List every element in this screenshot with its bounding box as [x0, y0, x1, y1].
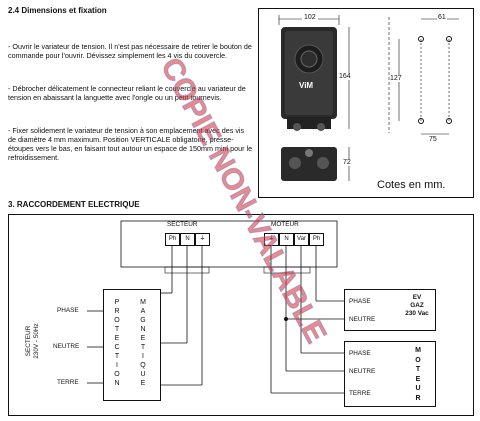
moteur-letter: U: [415, 385, 421, 392]
dim-72-label: 72: [343, 159, 351, 166]
supply-side-label: SECTEUR 230V - 50Hz: [25, 301, 41, 381]
magnetique-letter: E: [140, 380, 146, 387]
moteur-phase-label: PHASE: [349, 350, 371, 357]
protection-letter: P: [114, 299, 120, 306]
secteur-term-ph: Ph: [165, 233, 180, 246]
dim-depth-label: 61: [437, 14, 447, 21]
magnetique-letter: M: [140, 299, 146, 306]
supply-terre-label: TERRE: [57, 379, 79, 386]
magnetique-letter: U: [140, 371, 146, 378]
moteur-neutre-label: NEUTRE: [349, 368, 376, 375]
secteur-term-ground: ⏚: [195, 233, 210, 246]
magnetique-letter: G: [140, 317, 146, 324]
section-title-dimensions: 2.4 Dimensions et fixation: [8, 6, 107, 15]
moteur-term-ph: Ph: [309, 233, 324, 246]
magnetique-letter: A: [140, 308, 146, 315]
protection-letter: N: [114, 380, 120, 387]
ev-label-line2: GAZ: [410, 302, 424, 309]
ev-gaz-box: PHASE NEUTRE EV GAZ 230 Vac: [344, 289, 436, 331]
magnetique-letter: I: [142, 353, 144, 360]
brand-logo: ViM: [299, 81, 314, 90]
protection-letter: T: [114, 353, 120, 360]
paragraph-fix: - Fixer solidement le variateur de tensi…: [8, 126, 253, 162]
moteur-term-var: Var: [294, 233, 309, 246]
moteur-block-label: MOTEUR: [271, 221, 299, 228]
magnetique-letter: T: [140, 344, 146, 351]
paragraph-open: - Ouvrir le variateur de tension. Il n'e…: [8, 42, 252, 60]
dimensions-panel: 102 164 61 127 75 72 ViM Cotes en mm.: [258, 8, 474, 198]
supply-phase-label: PHASE: [57, 307, 79, 314]
wiring-diagram: SECTEUR MOTEUR Ph N ⏚ ⏚ N Var Ph SECTEUR…: [8, 214, 474, 416]
dimension-drawing: [278, 15, 459, 181]
moteur-term-n: N: [279, 233, 294, 246]
secteur-term-n: N: [180, 233, 195, 246]
ev-neutre-label: NEUTRE: [349, 316, 376, 323]
dim-75-label: 75: [429, 136, 437, 143]
section-title-wiring: 3. RACCORDEMENT ELECTRIQUE: [8, 200, 140, 209]
magnetique-letter: Q: [140, 362, 146, 369]
secteur-block-label: SECTEUR: [167, 221, 198, 228]
moteur-letter: T: [415, 366, 421, 373]
magnetique-letter: N: [140, 326, 146, 333]
moteur-letter: R: [415, 394, 421, 402]
paragraph-disconnect: - Débrocher délicatement le connecteur r…: [8, 84, 246, 102]
wiring-lines: [87, 220, 344, 394]
supply-side-text: SECTEUR 230V - 50Hz: [25, 323, 40, 359]
moteur-term-ground: ⏚: [264, 233, 279, 246]
dim-height-label: 164: [339, 73, 351, 80]
ev-label-line1: EV: [412, 294, 422, 301]
ev-gaz-label: EV GAZ 230 Vac: [401, 294, 433, 318]
ev-label-line3: 230 Vac: [405, 310, 429, 317]
dim-127-label: 127: [390, 75, 402, 82]
protection-letter: C: [114, 344, 120, 351]
magnetique-letter: E: [140, 335, 146, 342]
dim-width-label: 102: [302, 14, 318, 21]
moteur-letter: M: [415, 347, 421, 354]
protection-letter: E: [114, 335, 120, 342]
moteur-letter: O: [415, 356, 421, 364]
moteur-letter: E: [415, 375, 421, 383]
units-caption: Cotes en mm.: [377, 179, 446, 191]
moteur-terre-label: TERRE: [349, 390, 371, 397]
protection-letter: R: [114, 308, 120, 315]
protection-letter: I: [116, 362, 118, 369]
protection-letter: T: [114, 326, 120, 333]
protection-letter: O: [114, 371, 120, 378]
supply-neutre-label: NEUTRE: [53, 343, 80, 350]
ev-phase-label: PHASE: [349, 298, 371, 305]
protection-letter: O: [114, 317, 120, 324]
